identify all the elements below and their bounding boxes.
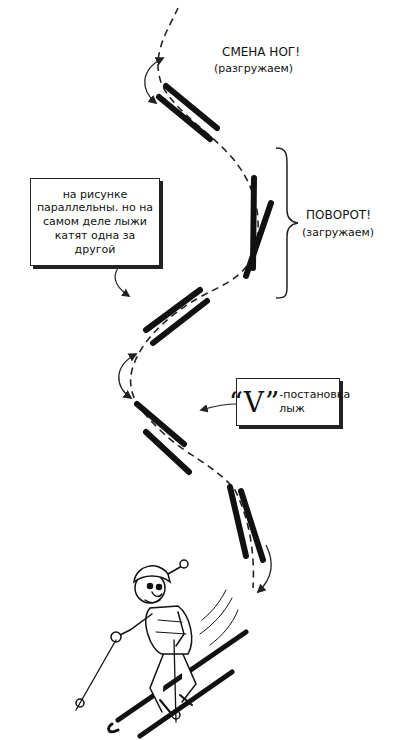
note-text: -постановка лыж [279, 388, 347, 416]
note-text: на рисунке параллельны. но на самом деле… [36, 188, 154, 257]
leader-arrows [115, 268, 236, 410]
annotation-label: (загружаем) [302, 226, 374, 239]
note-box: “V”-постановка лыж [236, 378, 340, 426]
note-text: “V” [229, 385, 280, 420]
annotation-label: СМЕНА НОГ! [222, 45, 300, 59]
ski-pairs [137, 86, 271, 560]
transfer-arrows [119, 58, 271, 592]
note-box: на рисунке параллельны. но на самом деле… [30, 178, 160, 266]
annotation-label: ПОВОРОТ! [306, 208, 371, 222]
skier [76, 560, 246, 736]
ski-track [131, 8, 259, 588]
annotation-label: (разгружаем) [214, 62, 293, 75]
bracket [276, 148, 298, 298]
